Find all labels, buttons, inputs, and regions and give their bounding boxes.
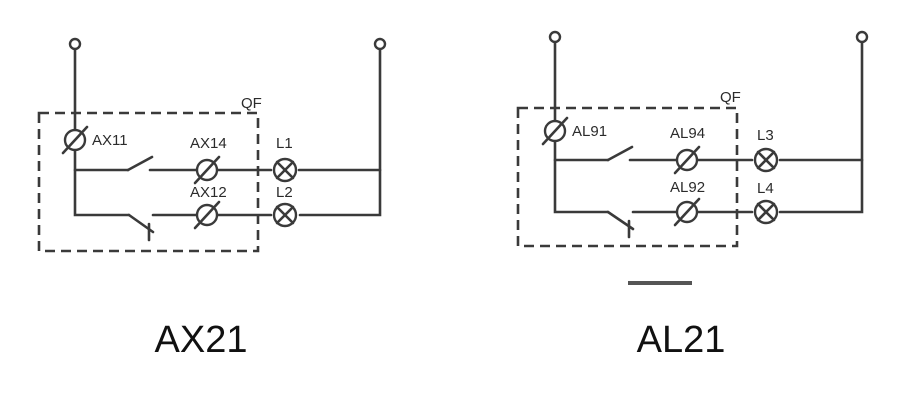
right-return-wire	[298, 47, 382, 217]
breaker-qf-box	[516, 106, 739, 248]
terminal-top-right	[373, 37, 387, 51]
terminal-top-left	[68, 37, 82, 51]
caption: AL21	[637, 319, 726, 361]
left-feed-wire	[553, 40, 610, 214]
lamp2-label: L2	[276, 184, 293, 201]
left-feed-wire	[73, 47, 131, 217]
lamp2-label: L4	[757, 180, 774, 197]
lamp-l4-icon	[753, 199, 779, 225]
upper-switch-blade	[606, 145, 634, 162]
upper-switch-blade	[126, 155, 154, 172]
contact-ax11-symbol	[61, 125, 89, 155]
contact-mid-label: AX14	[190, 135, 227, 152]
caption: AX21	[155, 319, 248, 361]
lamp1-label: L1	[276, 135, 293, 152]
contact-bottom-label: AX12	[190, 184, 227, 201]
contact-ax14-symbol	[193, 155, 221, 185]
lamp-l3-icon	[753, 147, 779, 173]
lamp-l1-icon	[272, 157, 298, 183]
contact-al94-symbol	[673, 145, 701, 175]
terminal-top-left	[548, 30, 562, 44]
contact-ax12-symbol	[193, 200, 221, 230]
breaker-qf-box	[37, 111, 260, 253]
contact-bottom-label: AL92	[670, 179, 705, 196]
cropped-text-fragment	[628, 281, 692, 285]
lamp-l2-icon	[272, 202, 298, 228]
diagram-al21: QF AL91 AL94 AL92 L3 L4 AL21	[516, 30, 869, 361]
breaker-label: QF	[241, 95, 262, 112]
right-return-wire	[778, 40, 864, 214]
contact-top-label: AX11	[92, 132, 128, 149]
contact-mid-label: AL94	[670, 125, 705, 142]
breaker-label: QF	[720, 89, 741, 106]
contact-top-label: AL91	[572, 123, 607, 140]
contact-al91-symbol	[541, 116, 569, 146]
terminal-top-right	[855, 30, 869, 44]
diagram-ax21: QF AX11 AX14 AX12 L1 L2 AX21	[37, 37, 387, 361]
contact-al92-symbol	[673, 197, 701, 227]
lamp1-label: L3	[757, 127, 774, 144]
